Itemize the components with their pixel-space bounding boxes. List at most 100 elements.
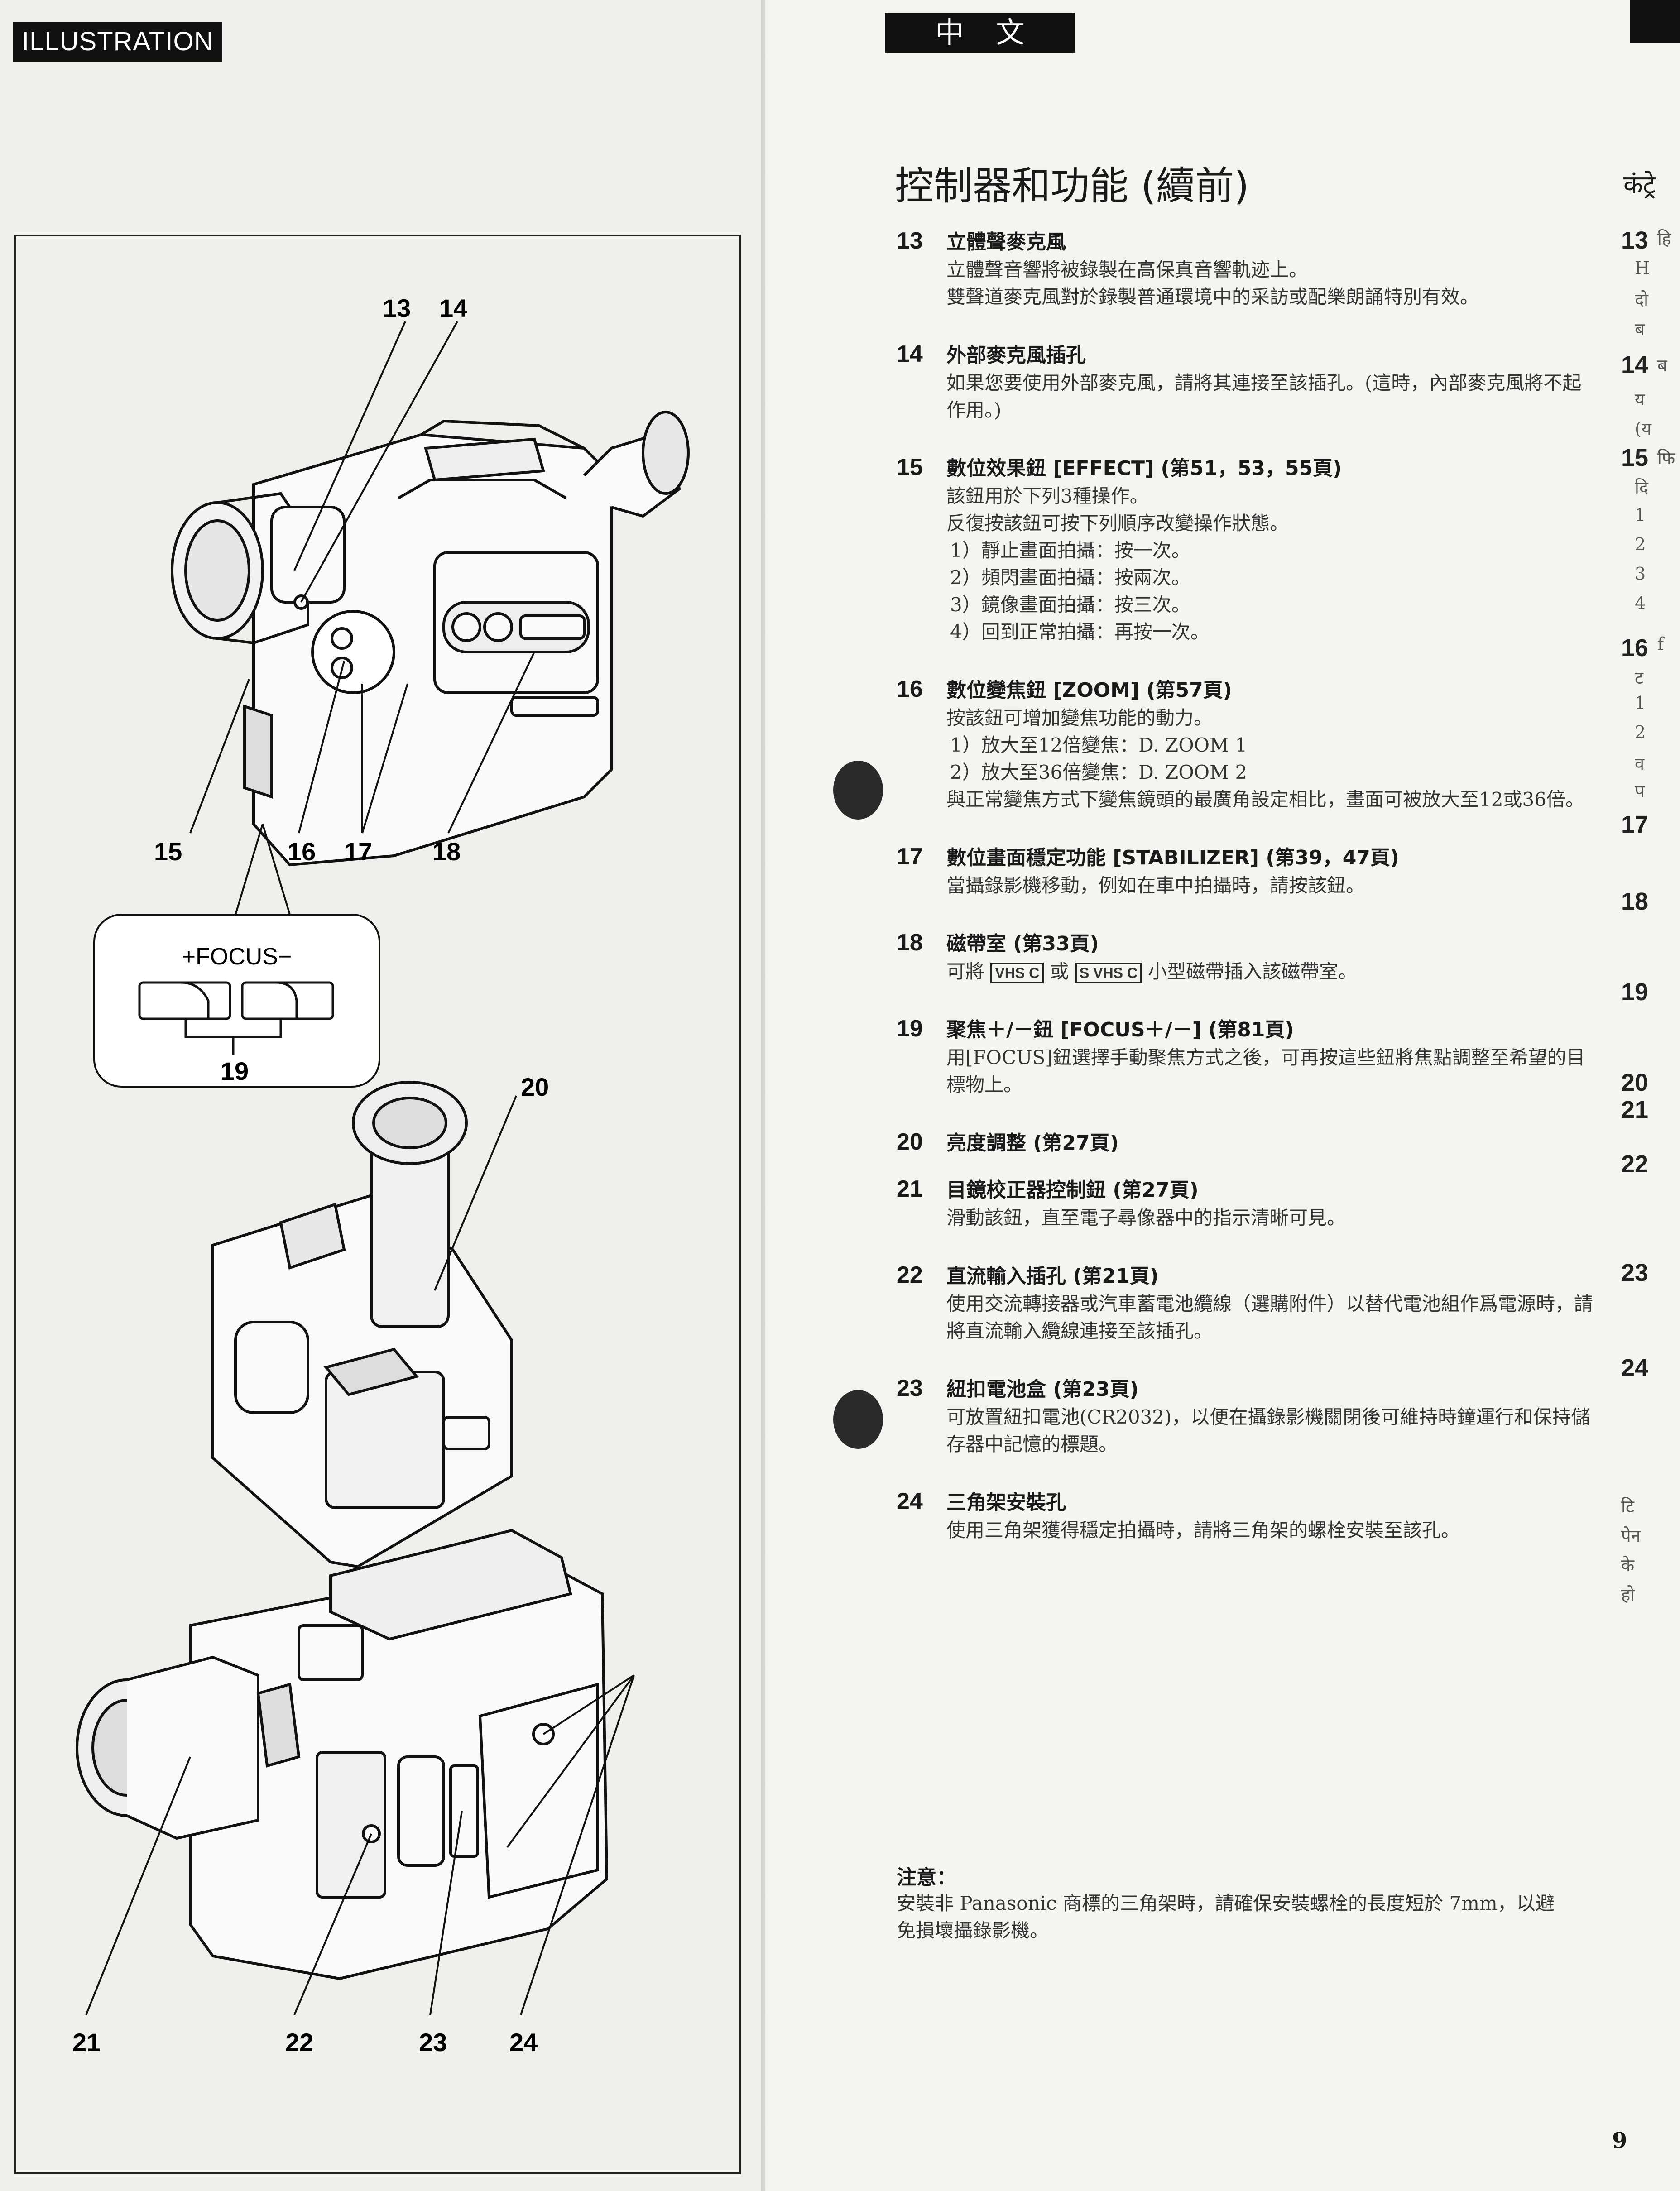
item-desc: 使用交流轉接器或汽車蓄電池纜線（選購附件）以替代電池組作爲電源時，請將直流輸入纜… bbox=[946, 1293, 1594, 1342]
adjacent-number: 14 bbox=[1621, 351, 1649, 379]
callout-16: 16 bbox=[288, 837, 316, 866]
item-heading: 數位效果鈕 [EFFECT] (第51，53，55頁) bbox=[946, 457, 1342, 480]
item-heading: 目鏡校正器控制鈕 (第27頁) bbox=[946, 1179, 1199, 1202]
item-number: 17 bbox=[897, 844, 923, 870]
adjacent-fragment: 1 bbox=[1635, 505, 1646, 525]
list-item: 1）放大至12倍變焦：D. ZOOM 1 bbox=[950, 734, 1248, 756]
item-desc: 可放置紐扣電池(CR2032)，以便在攝錄影機關閉後可維持時鐘運行和保持儲存器中… bbox=[946, 1406, 1590, 1455]
adjacent-number: 22 bbox=[1621, 1151, 1649, 1178]
adjacent-number: 13 bbox=[1621, 227, 1649, 254]
adjacent-number: 16 bbox=[1621, 634, 1649, 662]
callout-lines-top bbox=[189, 321, 535, 915]
adjacent-fragment: दो bbox=[1635, 290, 1649, 310]
callout-lines-bottom bbox=[85, 1674, 635, 2015]
focus-buttons-inset: +FOCUS− 19 bbox=[93, 914, 380, 1088]
list-item: 2）放大至36倍變焦：D. ZOOM 2 bbox=[950, 761, 1248, 783]
punch-hole bbox=[833, 761, 883, 820]
callout-23: 23 bbox=[419, 2028, 447, 2057]
camcorder-illustrations: 13 14 15 16 17 18 +FOCUS− 19 bbox=[14, 235, 741, 2174]
list-item: 2）頻閃畫面拍攝：按兩次。 bbox=[950, 566, 1190, 589]
next-page-tab bbox=[1630, 0, 1680, 43]
item-number: 24 bbox=[897, 1488, 923, 1515]
adjacent-number: 19 bbox=[1621, 978, 1649, 1006]
item-number: 16 bbox=[897, 676, 923, 702]
item-23: 23 紐扣電池盒 (第23頁) 可放置紐扣電池(CR2032)，以便在攝錄影機關… bbox=[897, 1373, 1594, 1458]
illustration-frame bbox=[14, 235, 741, 2174]
desc-post: 小型磁帶插入該磁帶室。 bbox=[1148, 960, 1358, 983]
adjacent-fragment: हो bbox=[1621, 1585, 1635, 1605]
note-heading: 注意： bbox=[897, 1866, 956, 1889]
item-24: 24 三角架安裝孔 使用三角架獲得穩定拍攝時，請將三角架的螺栓安裝至該孔。 bbox=[897, 1486, 1594, 1544]
item-19: 19 聚焦＋/－鈕 [FOCUS＋/－] (第81頁) 用[FOCUS]鈕選擇手… bbox=[897, 1013, 1594, 1098]
item-desc: 該鈕用於下列3種操作。 bbox=[946, 485, 1149, 507]
callout-20: 20 bbox=[521, 1073, 549, 1101]
item-17: 17 數位畫面穩定功能 [STABILIZER] (第39，47頁) 當攝錄影機… bbox=[897, 841, 1594, 899]
adjacent-number: 24 bbox=[1621, 1354, 1649, 1381]
adjacent-fragment: हि bbox=[1657, 229, 1671, 249]
illustration-tab: ILLUSTRATION bbox=[13, 22, 223, 62]
adjacent-number: 20 bbox=[1621, 1069, 1649, 1096]
item-desc: 雙聲道麥克風對於錄製普通環境中的采訪或配樂朗誦特別有效。 bbox=[946, 286, 1479, 308]
adjacent-number: 17 bbox=[1621, 811, 1649, 838]
vhs-c-logo: VHS C bbox=[990, 963, 1044, 983]
item-list: 13 立體聲麥克風 立體聲音響將被錄製在高保真音響軌迹上。 雙聲道麥克風對於錄製… bbox=[897, 225, 1594, 1572]
camcorder-viewfinder-view bbox=[211, 1081, 513, 1568]
adjacent-number: 15 bbox=[1621, 444, 1649, 471]
punch-hole bbox=[833, 1390, 883, 1449]
adjacent-number: 21 bbox=[1621, 1096, 1649, 1123]
camcorder-rear-view bbox=[76, 1529, 609, 1980]
adjacent-fragment: प bbox=[1635, 781, 1645, 801]
item-number: 21 bbox=[897, 1176, 923, 1202]
adjacent-fragment: 3 bbox=[1635, 564, 1646, 584]
item-desc: 用[FOCUS]鈕選擇手動聚焦方式之後，可再按這些鈕將焦點調整至希望的目標物上。 bbox=[946, 1046, 1585, 1096]
item-13: 13 立體聲麥克風 立體聲音響將被錄製在高保真音響軌迹上。 雙聲道麥克風對於錄製… bbox=[897, 225, 1594, 311]
adjacent-page-strip: 13 14 15 16 17 18 19 20 21 22 23 24 हि H… bbox=[1621, 181, 1675, 1675]
adjacent-fragment: य bbox=[1635, 389, 1645, 409]
item-heading: 三角架安裝孔 bbox=[946, 1491, 1066, 1514]
item-heading: 外部麥克風插孔 bbox=[946, 344, 1086, 367]
item-desc: 反復按該鈕可按下列順序改變操作狀態。 bbox=[946, 512, 1289, 534]
section-title: 控制器和功能 (續前) bbox=[895, 163, 1249, 209]
list-item: 4）回到正常拍攝：再按一次。 bbox=[950, 621, 1210, 643]
callout-14: 14 bbox=[439, 294, 467, 322]
note-body: 安裝非 Panasonic 商標的三角架時，請確保安裝螺栓的長度短於 7mm，以… bbox=[897, 1892, 1555, 1942]
item-number: 22 bbox=[897, 1262, 923, 1288]
item-number: 19 bbox=[897, 1016, 923, 1042]
item-desc: 當攝錄影機移動，例如在車中拍攝時，請按該鈕。 bbox=[946, 874, 1365, 897]
item-heading: 立體聲麥克風 bbox=[946, 230, 1066, 254]
callout-15: 15 bbox=[154, 837, 182, 866]
adjacent-fragment: 2 bbox=[1635, 534, 1646, 554]
item-number: 15 bbox=[897, 454, 923, 480]
item-heading: 直流輸入插孔 (第21頁) bbox=[946, 1265, 1159, 1288]
item-14: 14 外部麥克風插孔 如果您要使用外部麥克風，請將其連接至該插孔。(這時，內部麥… bbox=[897, 339, 1594, 424]
item-heading: 磁帶室 (第33頁) bbox=[946, 932, 1099, 955]
adjacent-fragment: ब bbox=[1657, 355, 1667, 375]
item-desc: 與正常變焦方式下變焦鏡頭的最廣角設定相比，畫面可被放大至12或36倍。 bbox=[946, 788, 1584, 810]
item-number: 14 bbox=[897, 341, 923, 367]
adjacent-fragment: (य bbox=[1635, 419, 1651, 439]
language-tab: 中文 bbox=[885, 13, 1075, 53]
item-heading: 數位變焦鈕 [ZOOM] (第57頁) bbox=[946, 679, 1232, 702]
callout-19: 19 bbox=[221, 1057, 249, 1085]
adjacent-page-title: कंट्रे bbox=[1623, 170, 1656, 200]
callout-13: 13 bbox=[383, 294, 411, 322]
item-desc: 滑動該鈕，直至電子尋像器中的指示清晰可見。 bbox=[946, 1207, 1346, 1229]
adjacent-fragment: H bbox=[1635, 258, 1650, 278]
desc-pre: 可將 bbox=[946, 960, 985, 983]
item-21: 21 目鏡校正器控制鈕 (第27頁) 滑動該鈕，直至電子尋像器中的指示清晰可見。 bbox=[897, 1174, 1594, 1232]
adjacent-fragment: 1 bbox=[1635, 693, 1646, 713]
note-block: 注意： 安裝非 Panasonic 商標的三角架時，請確保安裝螺栓的長度短於 7… bbox=[897, 1861, 1558, 1944]
item-number: 18 bbox=[897, 930, 923, 956]
item-desc: 立體聲音響將被錄製在高保真音響軌迹上。 bbox=[946, 259, 1308, 281]
adjacent-fragment: 2 bbox=[1635, 722, 1646, 742]
adjacent-number: 18 bbox=[1621, 888, 1649, 915]
item-desc: 可將 VHS C 或 S VHS C 小型磁帶插入該磁帶室。 bbox=[946, 958, 1594, 985]
adjacent-fragment: पेन bbox=[1621, 1526, 1641, 1546]
camcorder-front-view bbox=[171, 411, 690, 867]
page-number: 9 bbox=[1612, 2128, 1627, 2153]
item-18: 18 磁帶室 (第33頁) 可將 VHS C 或 S VHS C 小型磁帶插入該… bbox=[897, 927, 1594, 985]
callout-21: 21 bbox=[72, 2028, 101, 2057]
adjacent-fragment: के bbox=[1621, 1555, 1635, 1575]
item-desc: 如果您要使用外部麥克風，請將其連接至該插孔。(這時，內部麥克風將不起作用。) bbox=[946, 372, 1582, 421]
desc-mid: 或 bbox=[1050, 960, 1069, 983]
